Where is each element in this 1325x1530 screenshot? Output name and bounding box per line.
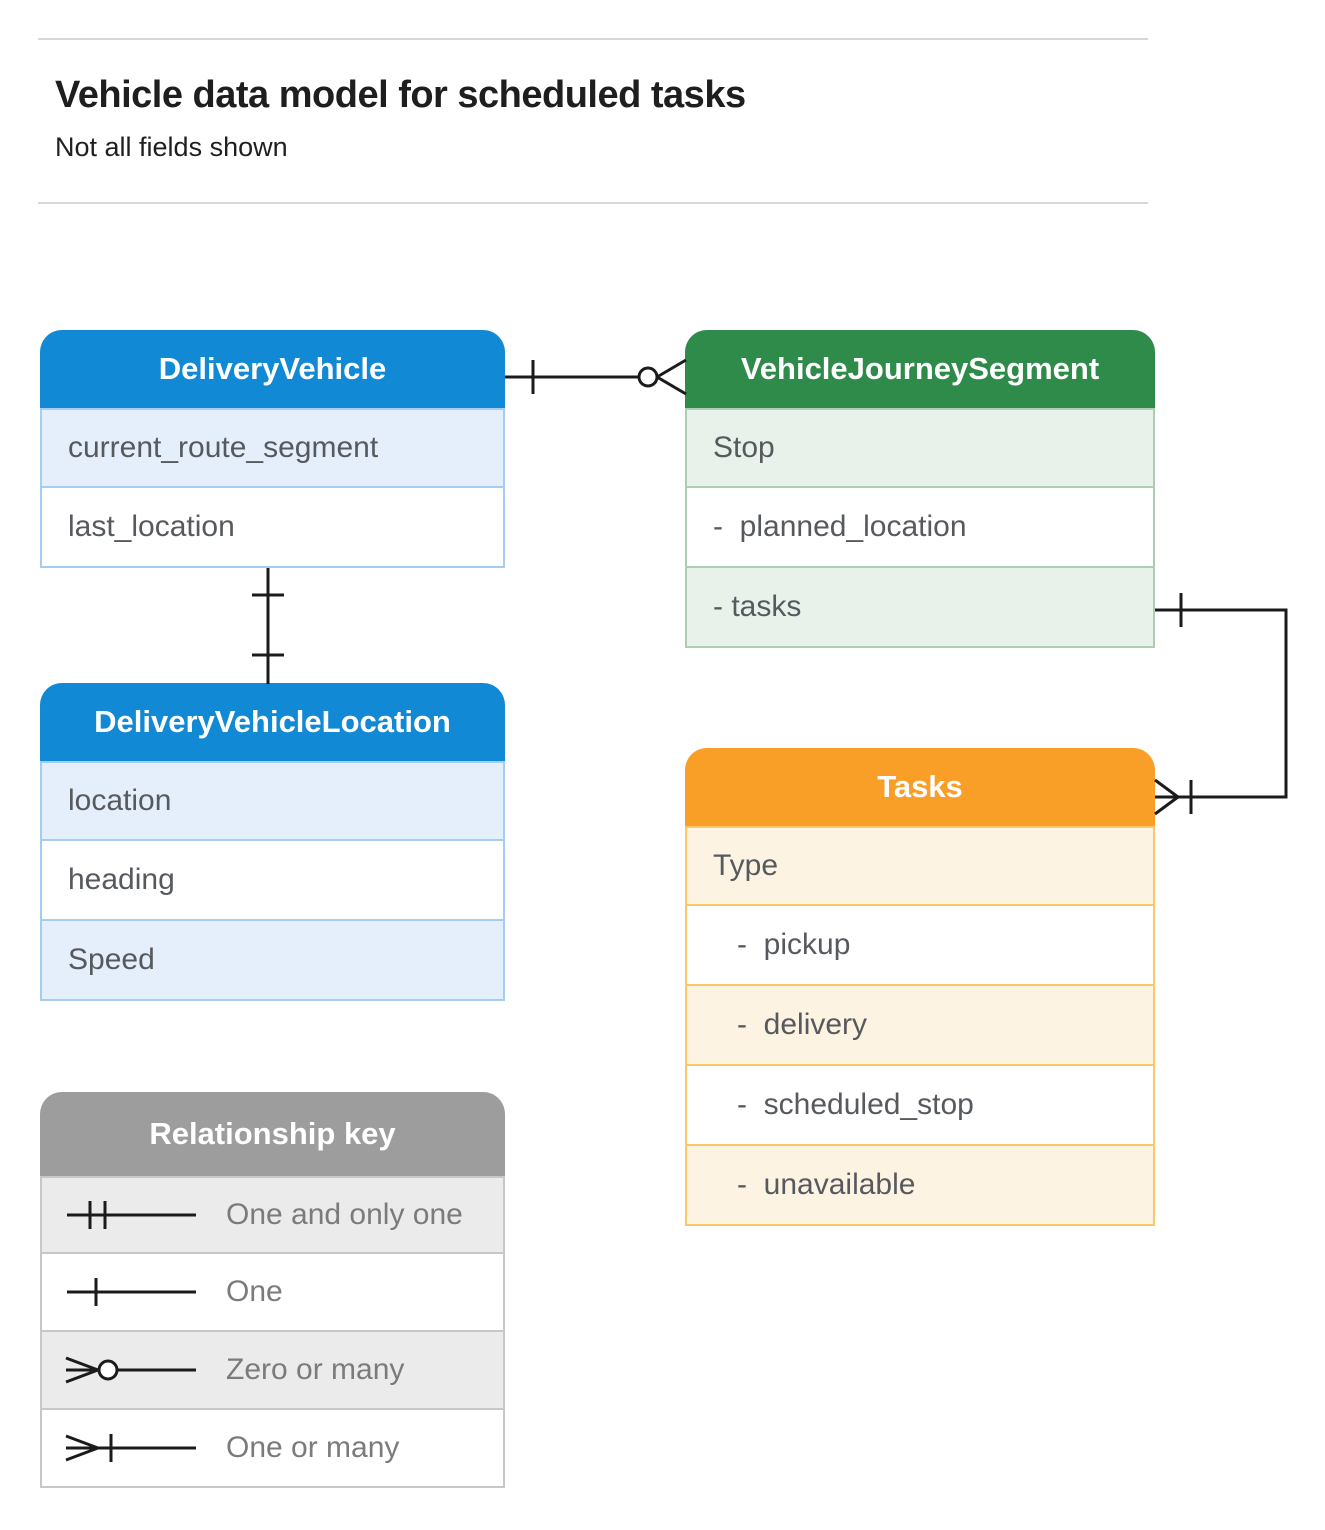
entity-vehicle-journey-segment-title: VehicleJourneySegment: [685, 330, 1155, 408]
legend-label: One and only one: [226, 1198, 463, 1231]
legend-item-one-and-only-one: One and only one: [40, 1176, 505, 1254]
legend-item-one-or-many: One or many: [40, 1410, 505, 1488]
entity-delivery-vehicle-location: DeliveryVehicleLocation location heading…: [40, 683, 505, 1001]
page-subtitle: Not all fields shown: [55, 132, 288, 162]
entity-tasks-title: Tasks: [685, 748, 1155, 826]
one-or-many-icon: [65, 1434, 196, 1462]
field-stop: Stop: [685, 408, 1155, 488]
legend-item-zero-or-many: Zero or many: [40, 1332, 505, 1410]
field-pickup: - pickup: [685, 906, 1155, 986]
entity-vehicle-journey-segment: VehicleJourneySegment Stop - planned_loc…: [685, 330, 1155, 648]
field-speed: Speed: [40, 921, 505, 1001]
entity-delivery-vehicle: DeliveryVehicle current_route_segment la…: [40, 330, 505, 568]
field-unavailable: - unavailable: [685, 1146, 1155, 1226]
entity-tasks: Tasks Type - pickup - delivery - schedul…: [685, 748, 1155, 1226]
legend-label: One or many: [226, 1431, 400, 1464]
connector-deliveryvehicle-journeysegment: [505, 358, 687, 396]
field-planned-location: - planned_location: [685, 488, 1155, 568]
field-heading: heading: [40, 841, 505, 921]
one-icon: [67, 1278, 196, 1306]
field-scheduled-stop: - scheduled_stop: [685, 1066, 1155, 1146]
connector-journeysegment-tasks: [1154, 593, 1288, 816]
connector-deliveryvehicle-location: [252, 568, 284, 684]
field-location: location: [40, 761, 505, 841]
field-current-route-segment: current_route_segment: [40, 408, 505, 488]
entity-delivery-vehicle-title: DeliveryVehicle: [40, 330, 505, 408]
field-delivery: - delivery: [685, 986, 1155, 1066]
field-type: Type: [685, 826, 1155, 906]
relationship-key-title: Relationship key: [40, 1092, 505, 1176]
page-title: Vehicle data model for scheduled tasks: [55, 74, 746, 116]
field-last-location: last_location: [40, 488, 505, 568]
entity-delivery-vehicle-location-title: DeliveryVehicleLocation: [40, 683, 505, 761]
legend-label: One: [226, 1275, 283, 1308]
divider-bottom: [38, 202, 1148, 204]
legend-label: Zero or many: [226, 1353, 405, 1386]
divider-top: [38, 38, 1148, 40]
one-and-only-one-icon: [67, 1201, 196, 1229]
relationship-key: Relationship key One and only one One: [40, 1092, 505, 1488]
legend-item-one: One: [40, 1254, 505, 1332]
zero-or-many-icon: [65, 1356, 196, 1384]
field-tasks: - tasks: [685, 568, 1155, 648]
